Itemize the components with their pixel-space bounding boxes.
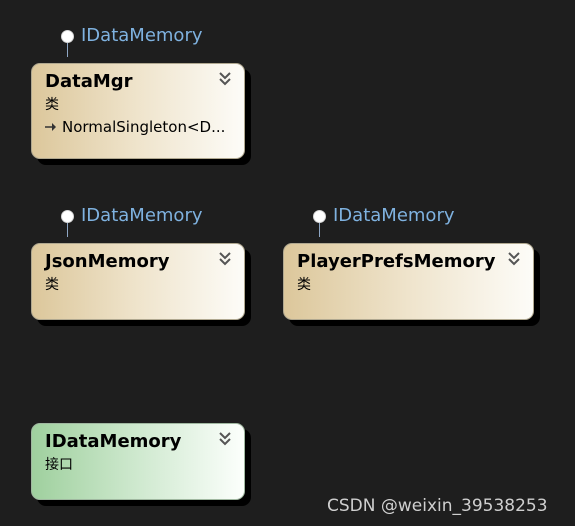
class-title: JsonMemory bbox=[45, 251, 170, 272]
class-box-playerprefsmemory[interactable]: PlayerPrefsMemory 类 bbox=[283, 243, 534, 320]
class-kind: 类 bbox=[45, 97, 59, 113]
class-title: PlayerPrefsMemory bbox=[297, 251, 496, 272]
class-title: DataMgr bbox=[45, 71, 133, 92]
interface-lollipop-icon bbox=[61, 30, 74, 43]
double-chevron-down-icon[interactable] bbox=[217, 430, 233, 448]
inheritance-arrow-icon bbox=[45, 123, 56, 131]
lollipop-stem bbox=[67, 223, 68, 237]
lollipop-label: IDataMemory bbox=[81, 205, 203, 226]
interface-box-idatamemory[interactable]: IDataMemory 接口 bbox=[31, 423, 245, 500]
lollipop-label: IDataMemory bbox=[81, 25, 203, 46]
double-chevron-down-icon[interactable] bbox=[506, 250, 522, 268]
interface-lollipop-icon bbox=[61, 210, 74, 223]
lollipop-stem bbox=[67, 43, 68, 57]
base-class-row: NormalSingleton<D... bbox=[45, 118, 225, 136]
double-chevron-down-icon[interactable] bbox=[217, 70, 233, 88]
class-box-datamgr[interactable]: DataMgr 类 NormalSingleton<D... bbox=[31, 63, 245, 159]
interface-title: IDataMemory bbox=[45, 431, 182, 452]
interface-lollipop-icon bbox=[313, 210, 326, 223]
lollipop-stem bbox=[319, 223, 320, 237]
class-kind: 类 bbox=[45, 277, 59, 293]
class-kind: 类 bbox=[297, 277, 311, 293]
base-class-name: NormalSingleton<D... bbox=[62, 118, 226, 136]
lollipop-label: IDataMemory bbox=[333, 205, 455, 226]
double-chevron-down-icon[interactable] bbox=[217, 250, 233, 268]
interface-kind: 接口 bbox=[45, 457, 73, 473]
class-box-jsonmemory[interactable]: JsonMemory 类 bbox=[31, 243, 245, 320]
watermark: CSDN @weixin_39538253 bbox=[327, 496, 548, 516]
